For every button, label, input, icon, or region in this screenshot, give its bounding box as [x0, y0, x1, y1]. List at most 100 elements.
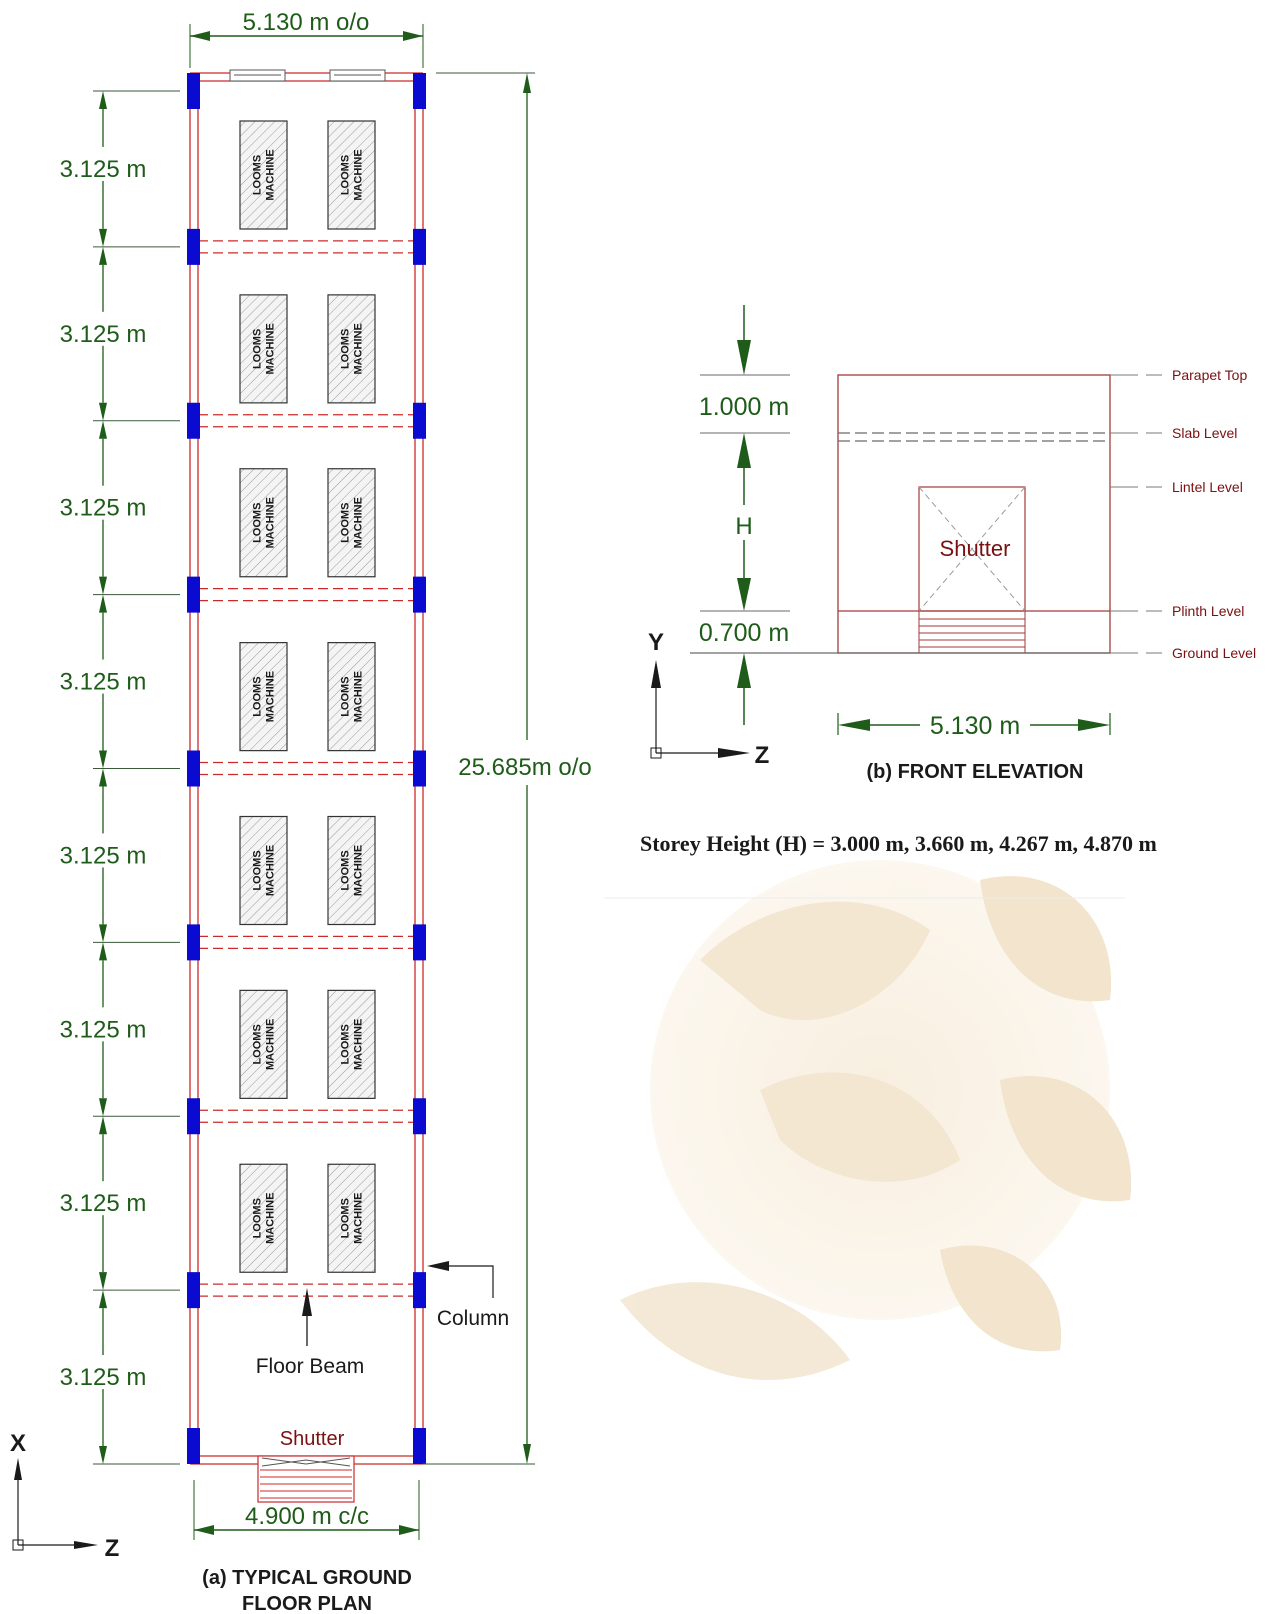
plan-caption-line2: FLOOR PLAN	[242, 1593, 372, 1614]
column-right	[413, 924, 426, 961]
shutter-swing	[261, 1457, 351, 1465]
column-right	[413, 1098, 426, 1135]
storey-height-note: Storey Height (H) = 3.000 m, 3.660 m, 4.…	[640, 831, 1157, 856]
looms-machine	[327, 642, 376, 752]
machine-label-looms: LOOMS	[339, 850, 351, 890]
level-slab: Slab Level	[1172, 425, 1237, 441]
machine-label-machine: MACHINE	[264, 1193, 276, 1244]
dim-plinth-height: 0.700 m	[699, 619, 789, 647]
plan-axis-origin	[12, 1539, 24, 1551]
level-plinth: Plinth Level	[1172, 603, 1244, 619]
machine-label-machine: MACHINE	[352, 845, 364, 896]
column-leader-arrow	[427, 1261, 449, 1271]
shutter-cross-2	[918, 486, 1026, 612]
bay-dim-arrow	[99, 402, 107, 421]
column-right	[413, 73, 426, 109]
bottom-dim-text-bg	[245, 1504, 370, 1528]
looms-machine	[327, 468, 376, 578]
bay-dim-arrow	[99, 1272, 107, 1291]
machine-label-looms: LOOMS	[251, 1024, 263, 1064]
machine-label-looms: LOOMS	[339, 503, 351, 543]
column-left	[187, 750, 200, 787]
machine-label-looms: LOOMS	[251, 850, 263, 890]
looms-machine	[327, 989, 376, 1099]
bay-dim-arrow	[99, 420, 107, 439]
looms-machine	[327, 294, 376, 404]
column-callout: Column	[437, 1307, 509, 1330]
column-left	[187, 1098, 200, 1135]
elevation-width-dimension	[837, 713, 1111, 735]
plan-axis-z: Z	[105, 1535, 120, 1562]
machine-label-machine: MACHINE	[352, 671, 364, 722]
dim-bottom-width: 4.900 m c/c	[245, 1503, 369, 1530]
machine-label-machine: MACHINE	[264, 149, 276, 200]
machine-label-looms: LOOMS	[339, 1024, 351, 1064]
dim-total-length: 25.685m o/o	[458, 754, 591, 781]
bay-dim-arrow	[99, 228, 107, 247]
elevation-caption: (b) FRONT ELEVATION	[866, 761, 1083, 783]
bay-dim-arrow	[99, 1116, 107, 1135]
entrance-steps	[918, 611, 1026, 653]
machine-label-looms: LOOMS	[339, 1198, 351, 1238]
watermark-emblem	[620, 860, 1132, 1380]
bay-dim-arrow	[99, 576, 107, 595]
total-dim-arrow-top	[523, 73, 531, 93]
looms-machine	[239, 468, 288, 578]
machine-label-looms: LOOMS	[339, 329, 351, 369]
column-right	[413, 750, 426, 787]
dim-top-width: 5.130 m o/o	[243, 9, 370, 36]
looms-machine	[239, 120, 288, 230]
plan-shutter-opening	[257, 1455, 355, 1503]
machine-label-machine: MACHINE	[352, 1019, 364, 1070]
looms-machine	[239, 294, 288, 404]
top-dim-text-bg	[238, 10, 368, 34]
top-dim-arrow-right	[403, 31, 423, 41]
bay-dim-arrow	[99, 750, 107, 769]
dim-bay-length: 3.125 m	[60, 1364, 147, 1391]
floor-beam-callout: Floor Beam	[256, 1355, 365, 1378]
level-lintel: Lintel Level	[1172, 479, 1243, 495]
level-ground: Ground Level	[1172, 645, 1256, 661]
dim-bay-length: 3.125 m	[60, 842, 147, 869]
bay-dim-arrow	[99, 1446, 107, 1464]
front-elevation: Shutter Parapet Top Slab Level Lintel Le…	[648, 305, 1256, 783]
bay-dim-arrow	[99, 246, 107, 265]
bay-dim-arrow	[99, 924, 107, 943]
machine-label-looms: LOOMS	[251, 329, 263, 369]
machine-label-looms: LOOMS	[251, 503, 263, 543]
machine-label-machine: MACHINE	[264, 671, 276, 722]
looms-machine	[327, 815, 376, 926]
looms-machine	[239, 642, 288, 752]
shutter-swing	[261, 1459, 351, 1467]
machine-label-machine: MACHINE	[264, 845, 276, 896]
plan-axis-x: X	[10, 1430, 26, 1457]
column-right	[413, 228, 426, 265]
plan-caption-line1: (a) TYPICAL GROUND	[202, 1567, 412, 1589]
dim-parapet-height: 1.000 m	[699, 393, 789, 421]
dim-storey-height: H	[735, 513, 752, 540]
machine-label-machine: MACHINE	[264, 1019, 276, 1070]
dim-bay-length: 3.125 m	[60, 156, 147, 183]
dim-bay-length: 3.125 m	[60, 1190, 147, 1217]
level-parapet-top: Parapet Top	[1172, 367, 1247, 383]
bay-dim-arrow	[99, 942, 107, 961]
machine-label-looms: LOOMS	[251, 676, 263, 716]
bottom-dim-arrow-right	[399, 1525, 419, 1535]
total-dim-arrow-bottom	[523, 1444, 531, 1464]
machine-label-machine: MACHINE	[352, 149, 364, 200]
looms-machine	[239, 989, 288, 1099]
column-left	[187, 402, 200, 439]
bay-dim-arrow	[99, 1290, 107, 1309]
elevation-axis-y: Y	[648, 629, 664, 656]
column-right	[413, 576, 426, 613]
column-right	[413, 1428, 426, 1464]
plan-axis-x-arrow	[14, 1458, 22, 1480]
column-left	[187, 73, 200, 109]
column-left	[187, 1272, 200, 1309]
machine-label-machine: MACHINE	[352, 497, 364, 548]
machine-label-machine: MACHINE	[352, 1193, 364, 1244]
dim-bay-length: 3.125 m	[60, 1016, 147, 1043]
dim-bay-length: 3.125 m	[60, 669, 147, 696]
